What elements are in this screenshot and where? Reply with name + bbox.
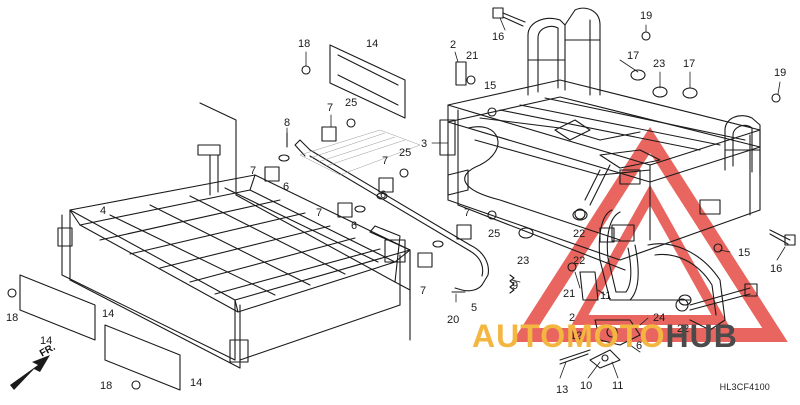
callout-25-c: 25 <box>488 228 501 240</box>
callout-14-left: 14 <box>40 335 53 347</box>
damper <box>675 283 758 312</box>
front-frame <box>439 7 761 331</box>
callout-17-b: 17 <box>683 58 696 70</box>
callout-16-top: 16 <box>492 31 505 43</box>
callout-8: 8 <box>284 117 291 129</box>
callout-6-c: 6 <box>351 220 358 232</box>
callout-23-bottom: 23 <box>517 255 530 267</box>
callout-6-d: 6 <box>636 340 643 352</box>
callout-17-a: 17 <box>627 50 640 62</box>
panel-14-bottom <box>104 324 181 391</box>
rear-frame <box>57 144 411 369</box>
callout-7-f: 7 <box>420 285 427 297</box>
watermark-triangle <box>512 127 788 342</box>
callout-2-bottom: 2 <box>569 312 576 324</box>
callout-6-b: 6 <box>380 189 387 201</box>
panel-14-top <box>329 44 406 119</box>
callout-14-top: 14 <box>366 38 379 50</box>
diagram-code: HL3CF4100 <box>719 382 770 392</box>
tie-bar-5 <box>294 139 489 292</box>
fasteners <box>7 7 796 390</box>
callout-22-c: 22 <box>677 323 690 335</box>
callout-15-top: 15 <box>484 80 497 92</box>
leader-lines <box>286 17 786 379</box>
callout-4: 4 <box>100 205 107 217</box>
hatched-area <box>299 129 421 176</box>
callout-19-right: 19 <box>774 67 787 79</box>
callout-11-b: 11 <box>612 380 624 392</box>
callout-23-top: 23 <box>653 58 666 70</box>
callout-7-b: 7 <box>250 165 257 177</box>
watermark-part-1: AUTOMOTO <box>472 318 666 354</box>
callout-7-c: 7 <box>382 155 389 167</box>
callout-14-bottom: 14 <box>190 377 203 389</box>
callout-18-top: 18 <box>298 38 311 50</box>
callout-12: 12 <box>570 330 583 342</box>
callout-25-a: 25 <box>345 97 358 109</box>
watermark-text: AUTOMOTOHUB <box>472 318 738 355</box>
lower-bracket <box>559 319 641 369</box>
callout-25-b: 25 <box>399 147 412 159</box>
callout-6-a: 6 <box>283 181 290 193</box>
callout-9: 9 <box>512 280 519 292</box>
callout-11-a: 11 <box>600 290 612 302</box>
callout-14-mid: 14 <box>102 308 115 320</box>
callout-3: 3 <box>421 138 428 150</box>
callout-7-a: 7 <box>327 102 334 114</box>
callout-5: 5 <box>471 302 478 314</box>
callout-15-right: 15 <box>738 247 751 259</box>
callout-21-bottom: 21 <box>563 288 576 300</box>
callout-7-d: 7 <box>316 207 323 219</box>
callout-21-top: 21 <box>466 50 479 62</box>
callout-13: 13 <box>556 384 569 396</box>
callout-10: 10 <box>580 380 593 392</box>
callout-18-bottom: 18 <box>100 380 113 392</box>
callout-7-e: 7 <box>464 207 471 219</box>
watermark-part-2: HUB <box>665 318 738 354</box>
front-direction-arrow <box>10 355 50 390</box>
callout-2-top: 2 <box>450 39 457 51</box>
callout-22-b: 22 <box>573 255 586 267</box>
callout-16-right: 16 <box>770 263 783 275</box>
callout-19-top: 19 <box>640 10 653 22</box>
callout-18-left: 18 <box>6 312 19 324</box>
bracket-set <box>264 126 615 268</box>
callout-22-a: 22 <box>573 228 586 240</box>
callout-20: 20 <box>447 314 460 326</box>
panel-14-left <box>19 274 96 341</box>
callout-24: 24 <box>653 312 666 324</box>
